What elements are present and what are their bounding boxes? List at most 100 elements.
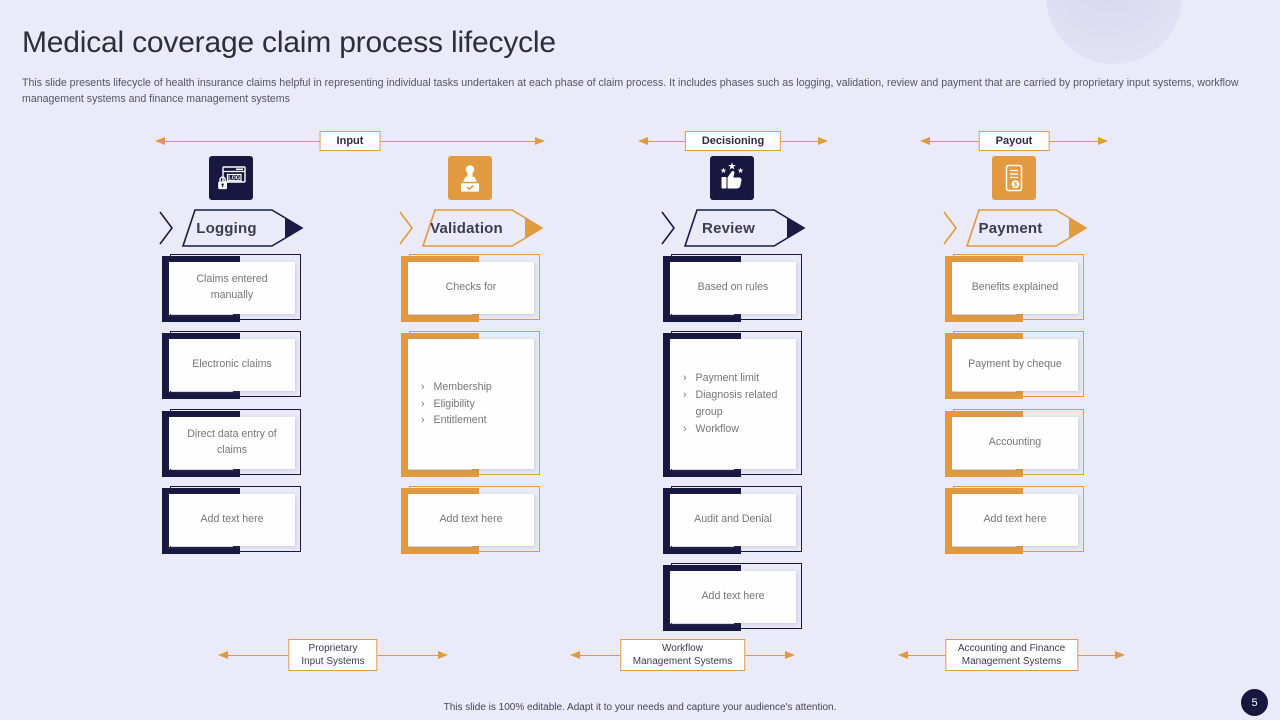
label-line-1: Proprietary <box>308 642 358 654</box>
proprietary-systems-label[interactable]: Proprietary Input Systems <box>288 638 378 671</box>
workflow-systems-arrow: Workflow Management Systems <box>570 638 795 671</box>
label-line-1: Workflow <box>662 642 703 654</box>
payment-receipt-icon[interactable]: $ <box>992 156 1036 200</box>
phase-title: Logging <box>196 219 257 237</box>
process-box-placeholder[interactable]: Add text here <box>401 486 540 554</box>
box-text: Add text here <box>670 571 796 623</box>
bullet-marker: › <box>683 422 687 435</box>
bullet-marker: › <box>683 372 687 385</box>
arrow-right-head-icon <box>818 137 828 145</box>
label-line-2: Management Systems <box>961 655 1062 667</box>
arrow-right-head-icon <box>1098 137 1108 145</box>
phase-banner-validation[interactable]: Validation <box>398 207 545 249</box>
chevron-banner-shape <box>661 209 806 247</box>
box-text: Payment by cheque <box>952 339 1078 391</box>
arrow-left-head-icon <box>570 650 580 659</box>
chevron-banner-shape <box>159 209 304 247</box>
arrow-left-head-icon <box>155 137 165 145</box>
box-text: Add text here <box>408 494 534 546</box>
process-box[interactable]: Direct data entry of claims <box>162 409 301 477</box>
arrow-left-head-icon <box>638 137 648 145</box>
process-box-placeholder[interactable]: Add text here <box>945 486 1084 554</box>
box-text: Add text here <box>952 494 1078 546</box>
bullet-marker: › <box>421 380 425 393</box>
process-box-list[interactable]: › Membership ›Eligibility › Entitlement <box>401 331 540 477</box>
thumbs-up-stars-icon[interactable]: ★ ★ ★ <box>710 156 754 200</box>
bullet-item: › Membership <box>421 379 492 396</box>
phase-banner-review[interactable]: Review <box>660 207 807 249</box>
box-text: Direct data entry of claims <box>169 417 295 469</box>
box-bullet-list: ›Payment limit ›Diagnosis related group … <box>670 339 796 469</box>
process-box[interactable]: Accounting <box>945 409 1084 477</box>
phase-banner-payment[interactable]: Payment <box>942 207 1089 249</box>
proprietary-systems-arrow: Proprietary Input Systems <box>218 638 448 671</box>
process-box[interactable]: Electronic claims <box>162 331 301 399</box>
box-text: Add text here <box>169 494 295 546</box>
phase-banner-logging[interactable]: Logging <box>158 207 305 249</box>
accounting-systems-label[interactable]: Accounting and Finance Management System… <box>944 638 1079 671</box>
box-text: Electronic claims <box>169 339 295 391</box>
bullet-item: › Diagnosis related group <box>683 387 790 421</box>
decisioning-label[interactable]: Decisioning <box>684 131 782 151</box>
page-number-badge: 5 <box>1241 689 1268 716</box>
process-box[interactable]: Based on rules <box>663 254 802 322</box>
phase-title: Review <box>702 219 755 237</box>
process-box[interactable]: Claims entered manually <box>162 254 301 322</box>
box-text: Accounting <box>952 417 1078 469</box>
process-box[interactable]: Checks for <box>401 254 540 322</box>
bullet-marker: › <box>421 414 425 427</box>
process-box[interactable]: Benefits explained <box>945 254 1084 322</box>
svg-text:★: ★ <box>737 166 744 175</box>
box-bullet-list: › Membership ›Eligibility › Entitlement <box>408 339 534 469</box>
workflow-systems-label[interactable]: Workflow Management Systems <box>619 638 746 671</box>
label-line-2: Management Systems <box>632 655 733 667</box>
bullet-item: ›Payment limit <box>683 370 759 387</box>
label-line-1: Accounting and Finance <box>957 642 1066 654</box>
bullet-marker: › <box>421 397 425 410</box>
page-title[interactable]: Medical coverage claim process lifecycle <box>22 26 556 59</box>
input-flow-arrow: Input <box>155 129 545 153</box>
payout-label[interactable]: Payout <box>978 131 1050 151</box>
bullet-marker: › <box>683 389 687 402</box>
svg-text:★: ★ <box>728 162 737 173</box>
process-box-placeholder[interactable]: Add text here <box>663 563 802 631</box>
svg-text:★: ★ <box>720 166 727 175</box>
bullet-text: Workflow <box>695 422 739 435</box>
bullet-text: Entitlement <box>433 414 487 427</box>
chevron-banner-shape <box>943 209 1088 247</box>
process-box-placeholder[interactable]: Add text here <box>162 486 301 554</box>
box-text: Audit and Denial <box>670 494 796 546</box>
process-box[interactable]: Payment by cheque <box>945 331 1084 399</box>
decorative-circle <box>1046 0 1182 64</box>
decisioning-flow-arrow: Decisioning <box>638 129 828 153</box>
bullet-item: › Entitlement <box>421 412 487 429</box>
arrow-right-head-icon <box>1115 650 1125 659</box>
chevron-banner-shape <box>399 209 544 247</box>
process-box[interactable]: Audit and Denial <box>663 486 802 554</box>
slide-description[interactable]: This slide presents lifecycle of health … <box>22 77 1239 105</box>
process-box-list[interactable]: ›Payment limit ›Diagnosis related group … <box>663 331 802 477</box>
input-label[interactable]: Input <box>319 131 381 151</box>
phase-title: Payment <box>978 219 1043 237</box>
label-line-2: Input Systems <box>301 655 365 667</box>
log-window-lock-icon[interactable]: LOG <box>209 156 253 200</box>
phase-title: Validation <box>430 219 503 237</box>
approval-stamp-icon[interactable] <box>448 156 492 200</box>
bullet-text: Diagnosis related group <box>695 389 778 418</box>
payout-flow-arrow: Payout <box>920 129 1108 153</box>
bullet-item: › Workflow <box>683 421 739 438</box>
bullet-item: ›Eligibility <box>421 396 475 413</box>
box-text: Benefits explained <box>952 262 1078 314</box>
box-text: Based on rules <box>670 262 796 314</box>
arrow-left-head-icon <box>218 650 228 659</box>
arrow-right-head-icon <box>535 137 545 145</box>
arrow-right-head-icon <box>438 650 448 659</box>
arrow-left-head-icon <box>898 650 908 659</box>
arrow-left-head-icon <box>920 137 930 145</box>
box-text: Checks for <box>408 262 534 314</box>
box-text: Claims entered manually <box>169 262 295 314</box>
bullet-text: Membership <box>433 380 492 393</box>
svg-text:$: $ <box>1014 183 1018 189</box>
svg-text:LOG: LOG <box>228 176 240 182</box>
